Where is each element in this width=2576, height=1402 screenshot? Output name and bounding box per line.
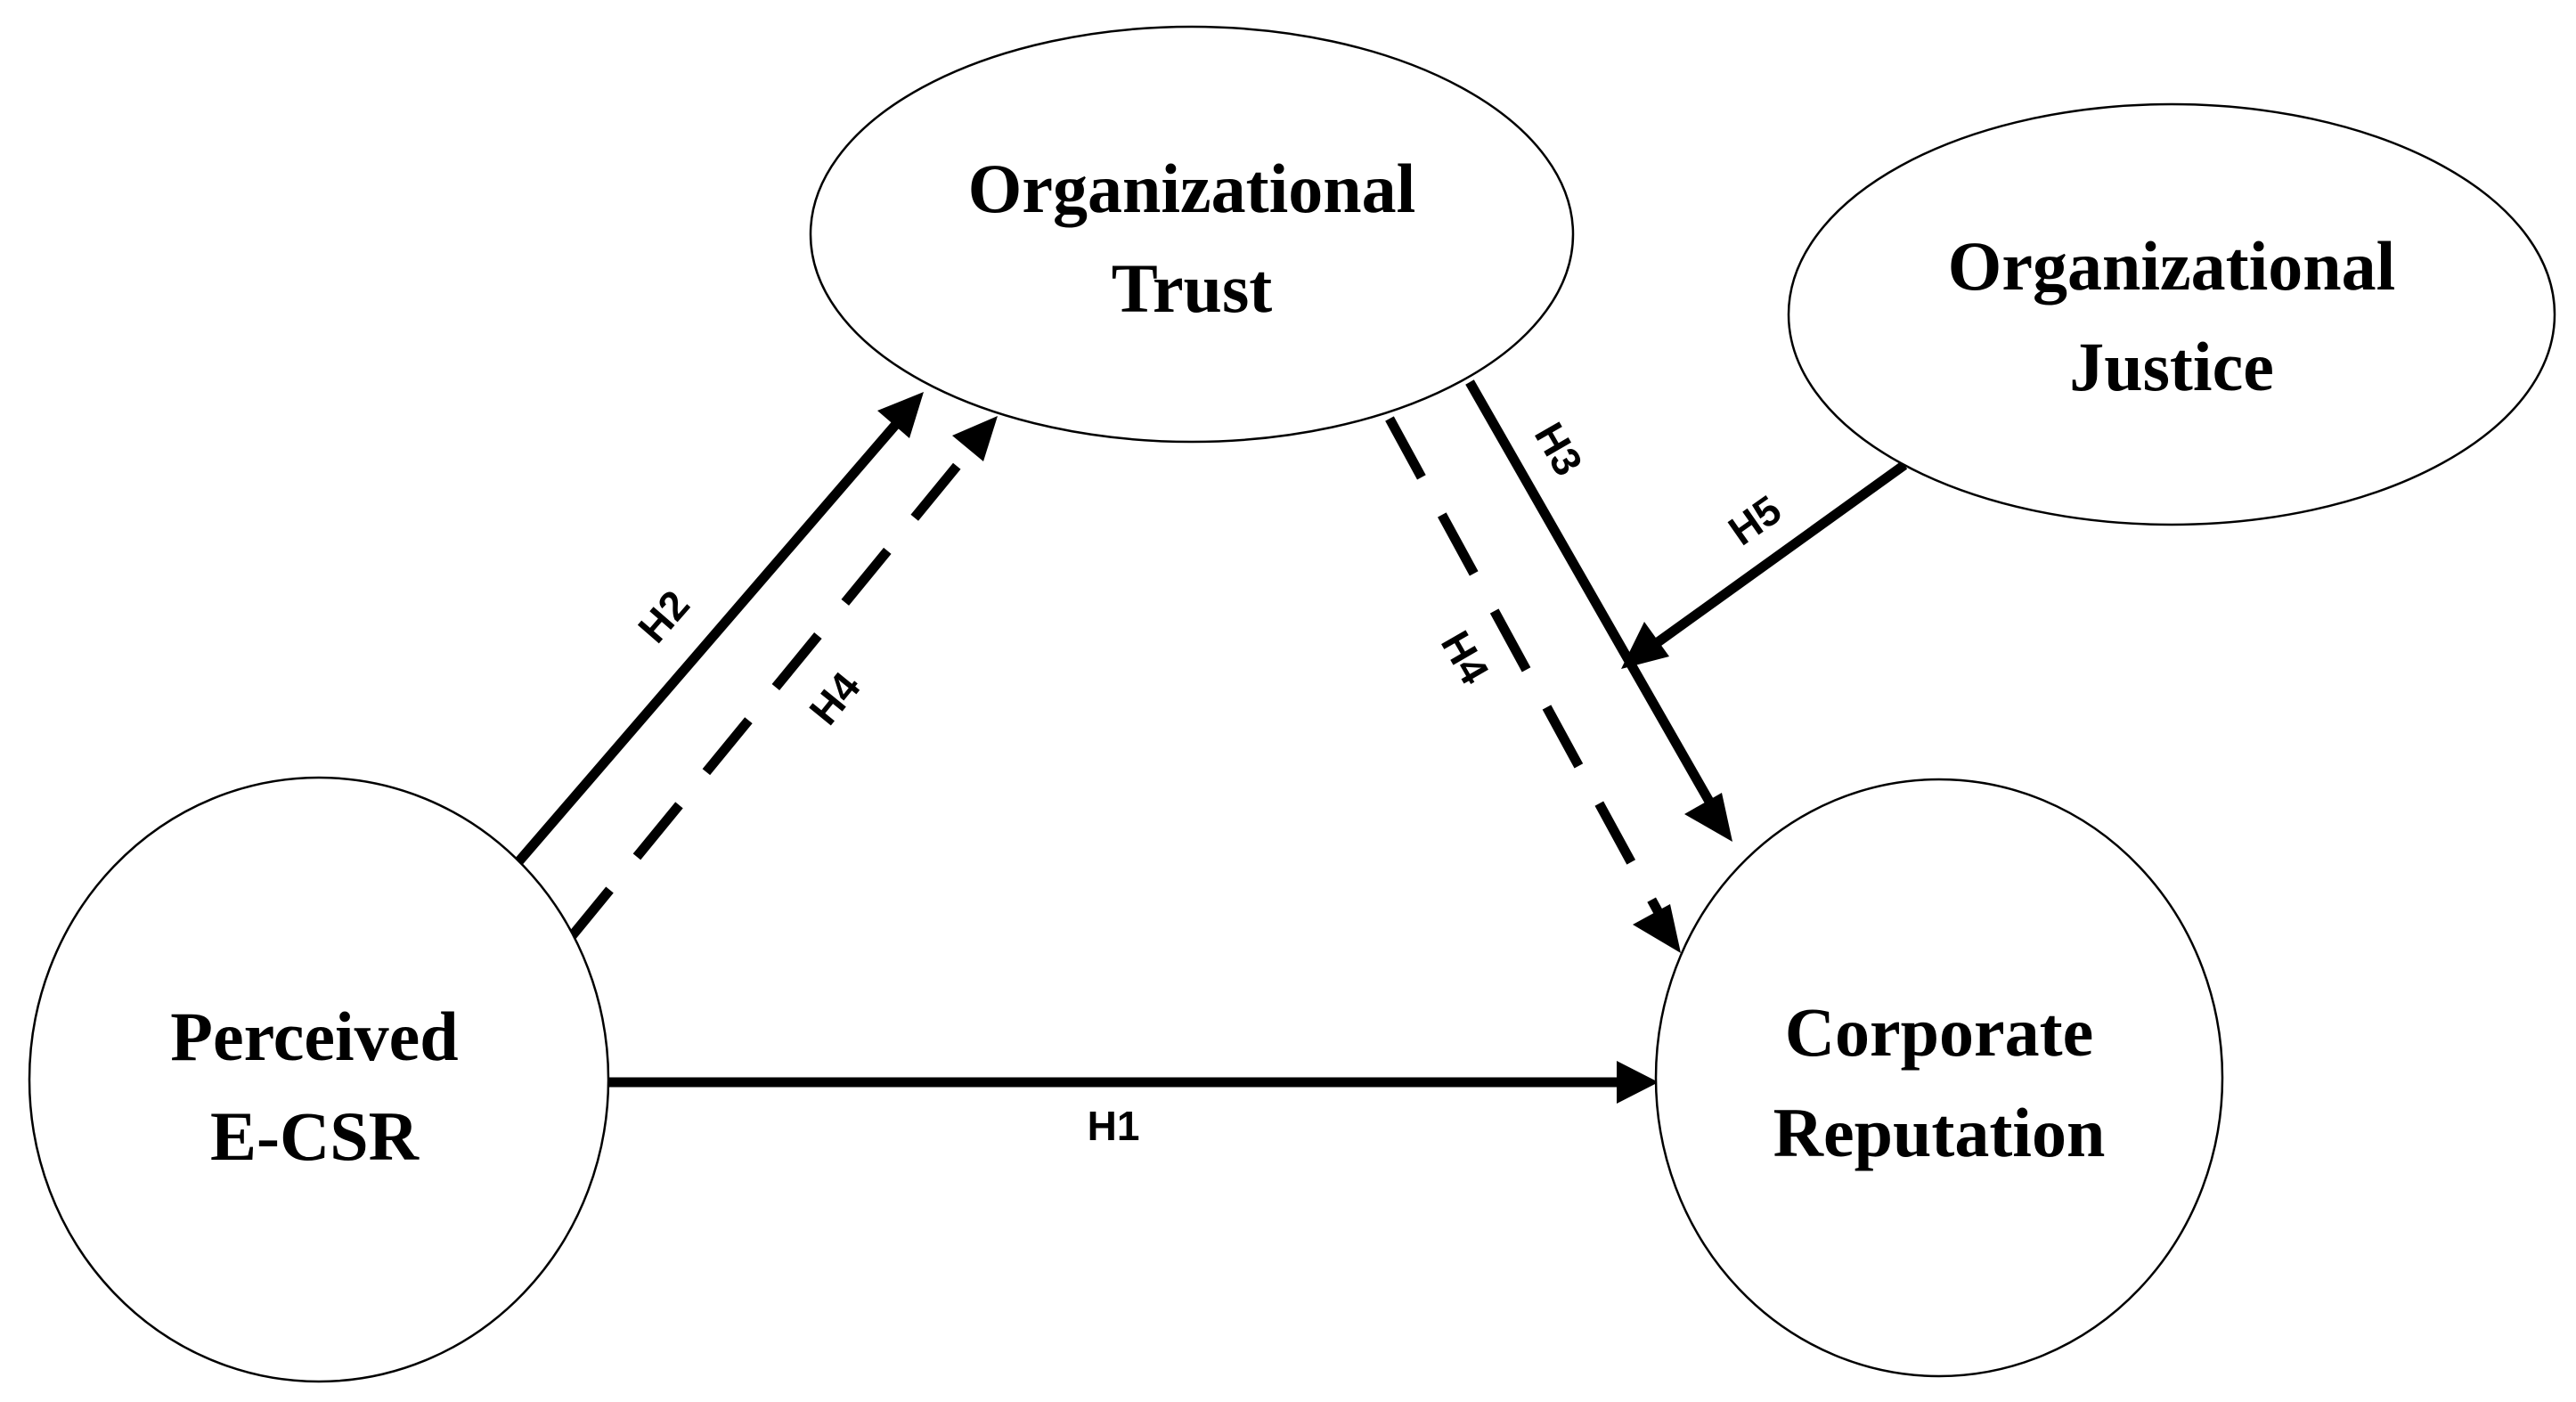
arrowhead-h1 xyxy=(1617,1061,1659,1104)
arrowhead-h4-trust-reputation xyxy=(1633,904,1681,953)
edge-h2 xyxy=(512,392,924,868)
node-perceived-e-csr: Perceived E-CSR xyxy=(28,776,610,1383)
arrowhead-h3 xyxy=(1684,793,1732,842)
arrowhead-h2 xyxy=(877,392,924,438)
label-h3: H3 xyxy=(1526,415,1592,484)
node-corporate-reputation: Corporate Reputation xyxy=(1654,778,2224,1378)
edge-h1 xyxy=(606,1061,1659,1104)
arrowhead-h5 xyxy=(1621,622,1669,669)
node-reputation-line1: Corporate xyxy=(1785,993,2094,1071)
edge-h4-trust-reputation xyxy=(1385,416,1681,953)
label-h1: H1 xyxy=(1088,1103,1140,1149)
label-h5: H5 xyxy=(1720,486,1789,554)
node-reputation-line2: Reputation xyxy=(1773,1094,2106,1171)
edge-h3 xyxy=(1465,379,1732,842)
node-organizational-justice: Organizational Justice xyxy=(1787,102,2556,526)
edge-h5 xyxy=(1621,461,1908,669)
edge-h4-ecsr-trust xyxy=(563,416,998,945)
node-ecsr-line1: Perceived xyxy=(170,998,458,1075)
node-trust-line1: Organizational xyxy=(968,150,1416,227)
label-h4-trust-reputation: H4 xyxy=(1432,624,1499,692)
node-ecsr-line2: E-CSR xyxy=(210,1097,420,1175)
node-trust-line2: Trust xyxy=(1112,249,1273,327)
label-h2: H2 xyxy=(629,582,698,652)
node-justice-line1: Organizational xyxy=(1948,227,2396,305)
label-h4-ecsr-trust: H4 xyxy=(800,663,869,733)
node-justice-line2: Justice xyxy=(2069,328,2274,405)
arrowhead-h4-ecsr-trust xyxy=(952,416,998,461)
node-organizational-trust: Organizational Trust xyxy=(809,25,1575,444)
